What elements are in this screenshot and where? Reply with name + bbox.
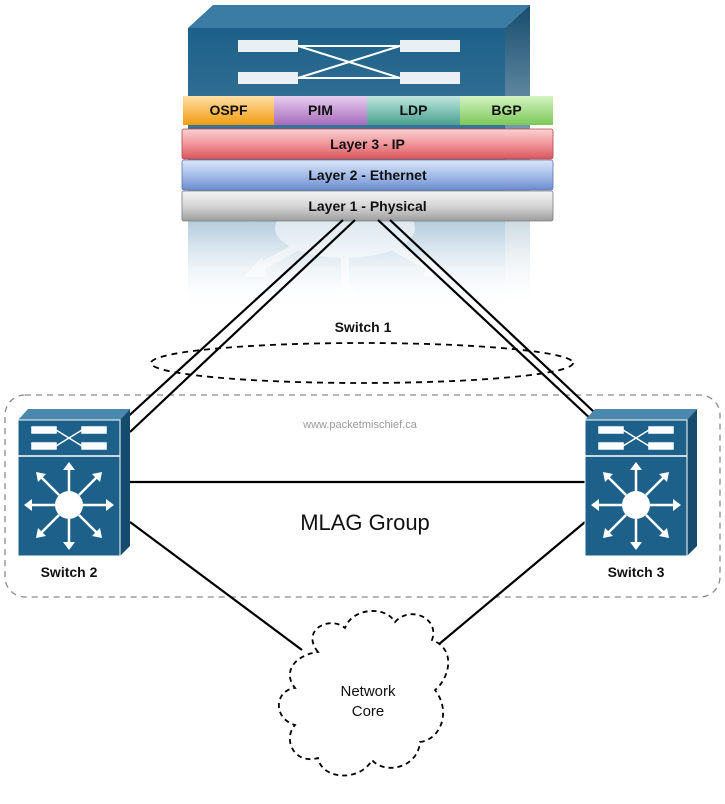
protocol-label-ldp: LDP (399, 102, 428, 118)
ospf-bar (183, 96, 274, 125)
port-channel-ellipse (150, 342, 574, 384)
link-sw1-sw2-b (129, 219, 356, 433)
switch3-label: Switch 3 (607, 564, 665, 580)
switch2-icon (17, 409, 130, 557)
link-sw2-core (129, 521, 303, 651)
link-sw1-sw3-a (377, 219, 595, 423)
layer2-bar (181, 159, 554, 191)
watermark-text: www.packetmischief.ca (303, 419, 417, 431)
layer1-label: Layer 1 - Physical (308, 198, 427, 214)
link-sw3-core (431, 521, 586, 651)
layer-bars (181, 128, 554, 222)
link-sw1-sw2-a (121, 219, 344, 423)
switch1-crossbar-icon (238, 40, 460, 84)
network-core-label-line2: Core (351, 703, 385, 720)
layer3-bar (181, 128, 554, 160)
switch1-label: Switch 1 (334, 319, 392, 335)
layer1-bar (181, 190, 554, 222)
layer2-label: Layer 2 - Ethernet (308, 167, 427, 183)
pim-bar (274, 96, 367, 125)
switch1-top-face (188, 5, 530, 28)
network-core-cloud (278, 610, 450, 777)
layer3-label: Layer 3 - IP (330, 136, 405, 152)
network-core-label-line1: Network (340, 683, 396, 700)
links (121, 219, 595, 651)
ldp-bar (367, 96, 460, 125)
network-core-label: Network Core (318, 682, 418, 722)
protocol-label-ospf: OSPF (209, 102, 248, 118)
protocol-bars (183, 96, 553, 125)
link-sw1-sw3-b (389, 219, 595, 413)
protocol-label-pim: PIM (308, 102, 333, 118)
switch3-icon (584, 409, 697, 557)
mlag-group-label: MLAG Group (300, 510, 430, 535)
mlag-group-boundary (4, 394, 721, 598)
bgp-bar (460, 96, 553, 125)
switch2-label: Switch 2 (40, 564, 98, 580)
protocol-label-bgp: BGP (491, 102, 522, 118)
